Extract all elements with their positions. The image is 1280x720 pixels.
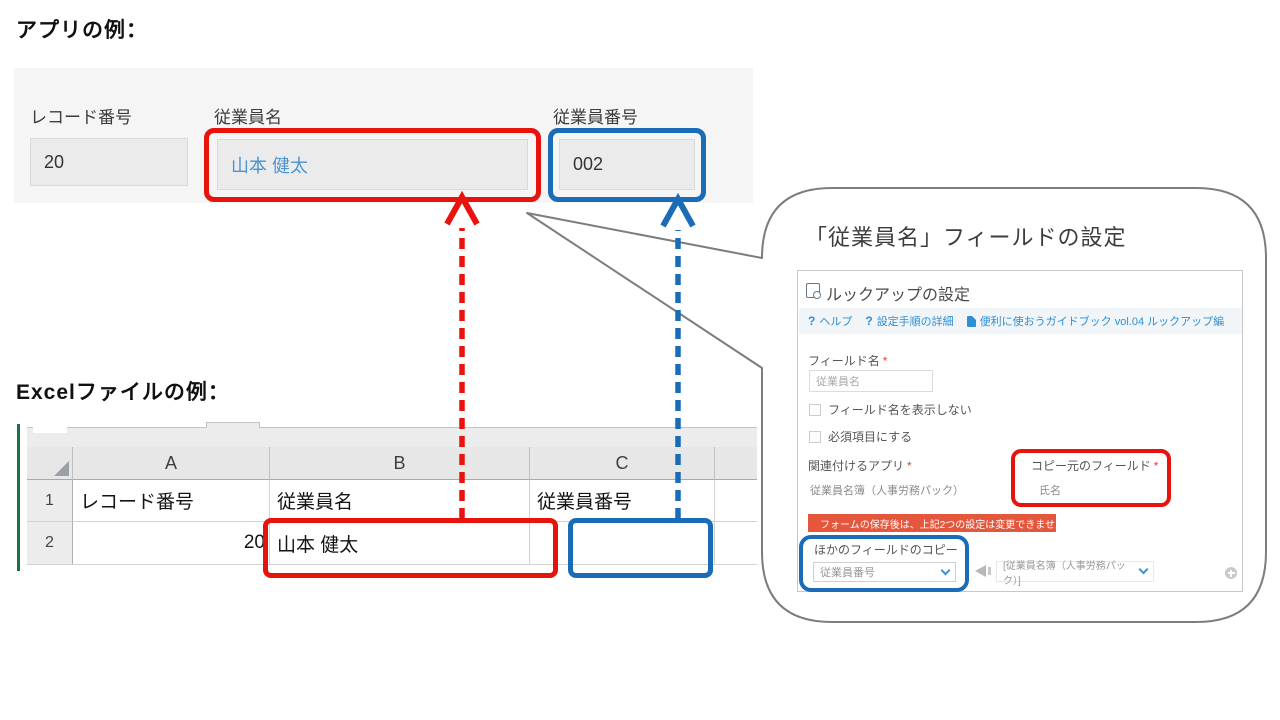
chevron-down-icon xyxy=(1138,564,1149,575)
field-name-label: フィールド名* xyxy=(808,354,888,368)
required-checkbox[interactable] xyxy=(809,430,821,443)
app-example-title: アプリの例： xyxy=(16,19,148,42)
employee-name-highlight-box xyxy=(204,128,541,202)
question-icon: ? xyxy=(808,314,816,328)
employee-name-label: 従業員名 xyxy=(214,108,282,127)
guidebook-link[interactable]: 便利に使おうガイドブック vol.04 ルックアップ編 xyxy=(966,313,1224,329)
other-copy-highlight-box xyxy=(799,535,969,592)
excel-col-header-b[interactable]: B xyxy=(270,447,530,480)
excel-top-tab xyxy=(206,422,260,428)
other-copy-label: ほかのフィールドのコピー xyxy=(814,543,958,557)
lookup-settings-dialog: ルックアップの設定 ? ヘルプ ? 設定手順の詳細 便利に使おうガイドブック v… xyxy=(797,270,1243,592)
excel-left-edge xyxy=(17,424,20,571)
excel-cell-a2[interactable]: 20 xyxy=(73,522,270,565)
excel-cell-b2[interactable]: 山本 健太 xyxy=(270,522,530,565)
record-number-label: レコード番号 xyxy=(30,108,132,127)
excel-b2-highlight-box xyxy=(263,518,558,578)
document-icon xyxy=(966,315,976,327)
excel-top-strip xyxy=(27,427,757,447)
required-asterisk: * xyxy=(1153,459,1159,473)
setup-steps-link[interactable]: ? 設定手順の詳細 xyxy=(865,314,954,328)
hide-field-name-checkbox-row: フィールド名を表示しない xyxy=(809,401,972,418)
select-all-triangle-icon xyxy=(54,461,69,476)
dialog-links-bar: ? ヘルプ ? 設定手順の詳細 便利に使おうガイドブック vol.04 ルックア… xyxy=(799,308,1242,334)
warning-banner: フォームの保存後は、上記2つの設定は変更できません。 xyxy=(808,514,1075,532)
excel-row-header-1[interactable]: 1 xyxy=(27,480,73,522)
required-asterisk: * xyxy=(882,354,888,368)
field-name-input[interactable]: 従業員名 xyxy=(809,370,933,392)
required-checkbox-row: 必須項目にする xyxy=(809,428,912,445)
excel-col-header-partial xyxy=(715,447,757,480)
record-number-field[interactable]: 20 xyxy=(30,138,188,186)
source-field-select[interactable]: [従業員名簿（人事労務パック）] xyxy=(996,561,1154,587)
excel-col-header-a[interactable]: A xyxy=(73,447,270,480)
excel-row-header-2[interactable]: 2 xyxy=(27,522,73,565)
help-link[interactable]: ? ヘルプ xyxy=(808,314,853,328)
blue-arrowhead-icon xyxy=(660,192,696,228)
copy-source-label: コピー元のフィールド* xyxy=(1031,459,1159,473)
related-app-label: 関連付けるアプリ* xyxy=(808,459,912,473)
copy-source-highlight-box xyxy=(1011,449,1171,507)
excel-c2-highlight-box xyxy=(568,518,713,578)
employee-number-label: 従業員番号 xyxy=(553,108,638,127)
excel-col-header-c[interactable]: C xyxy=(530,447,715,480)
question-icon: ? xyxy=(865,314,873,328)
lookup-icon xyxy=(806,283,821,299)
dialog-title: ルックアップの設定 xyxy=(826,287,971,304)
excel-cell-c1[interactable]: 従業員番号 xyxy=(530,480,715,522)
other-copy-select[interactable]: 従業員番号 xyxy=(813,562,956,582)
excel-cell-b1[interactable]: 従業員名 xyxy=(270,480,530,522)
excel-cell-d1-partial xyxy=(715,480,757,522)
callout-title: 「従業員名」フィールドの設定 xyxy=(805,225,1127,250)
employee-name-field[interactable]: 山本 健太 xyxy=(217,139,528,190)
excel-top-notch xyxy=(33,426,67,433)
chevron-down-icon xyxy=(940,565,951,575)
employee-number-field[interactable]: 002 xyxy=(559,139,695,190)
plus-icon xyxy=(1225,567,1237,579)
add-row-button[interactable] xyxy=(1225,567,1237,579)
excel-example-title: Excelファイルの例： xyxy=(16,381,230,404)
copy-source-value: 氏名 xyxy=(1039,485,1061,497)
excel-cell-a1[interactable]: レコード番号 xyxy=(73,480,270,522)
arrow-left-icon xyxy=(975,565,991,577)
excel-select-all-cell[interactable] xyxy=(27,447,73,480)
required-asterisk: * xyxy=(907,459,912,473)
hide-field-name-checkbox[interactable] xyxy=(809,403,821,416)
related-app-value: 従業員名簿（人事労務パック） xyxy=(810,485,964,497)
excel-cell-d2-partial xyxy=(715,522,757,565)
